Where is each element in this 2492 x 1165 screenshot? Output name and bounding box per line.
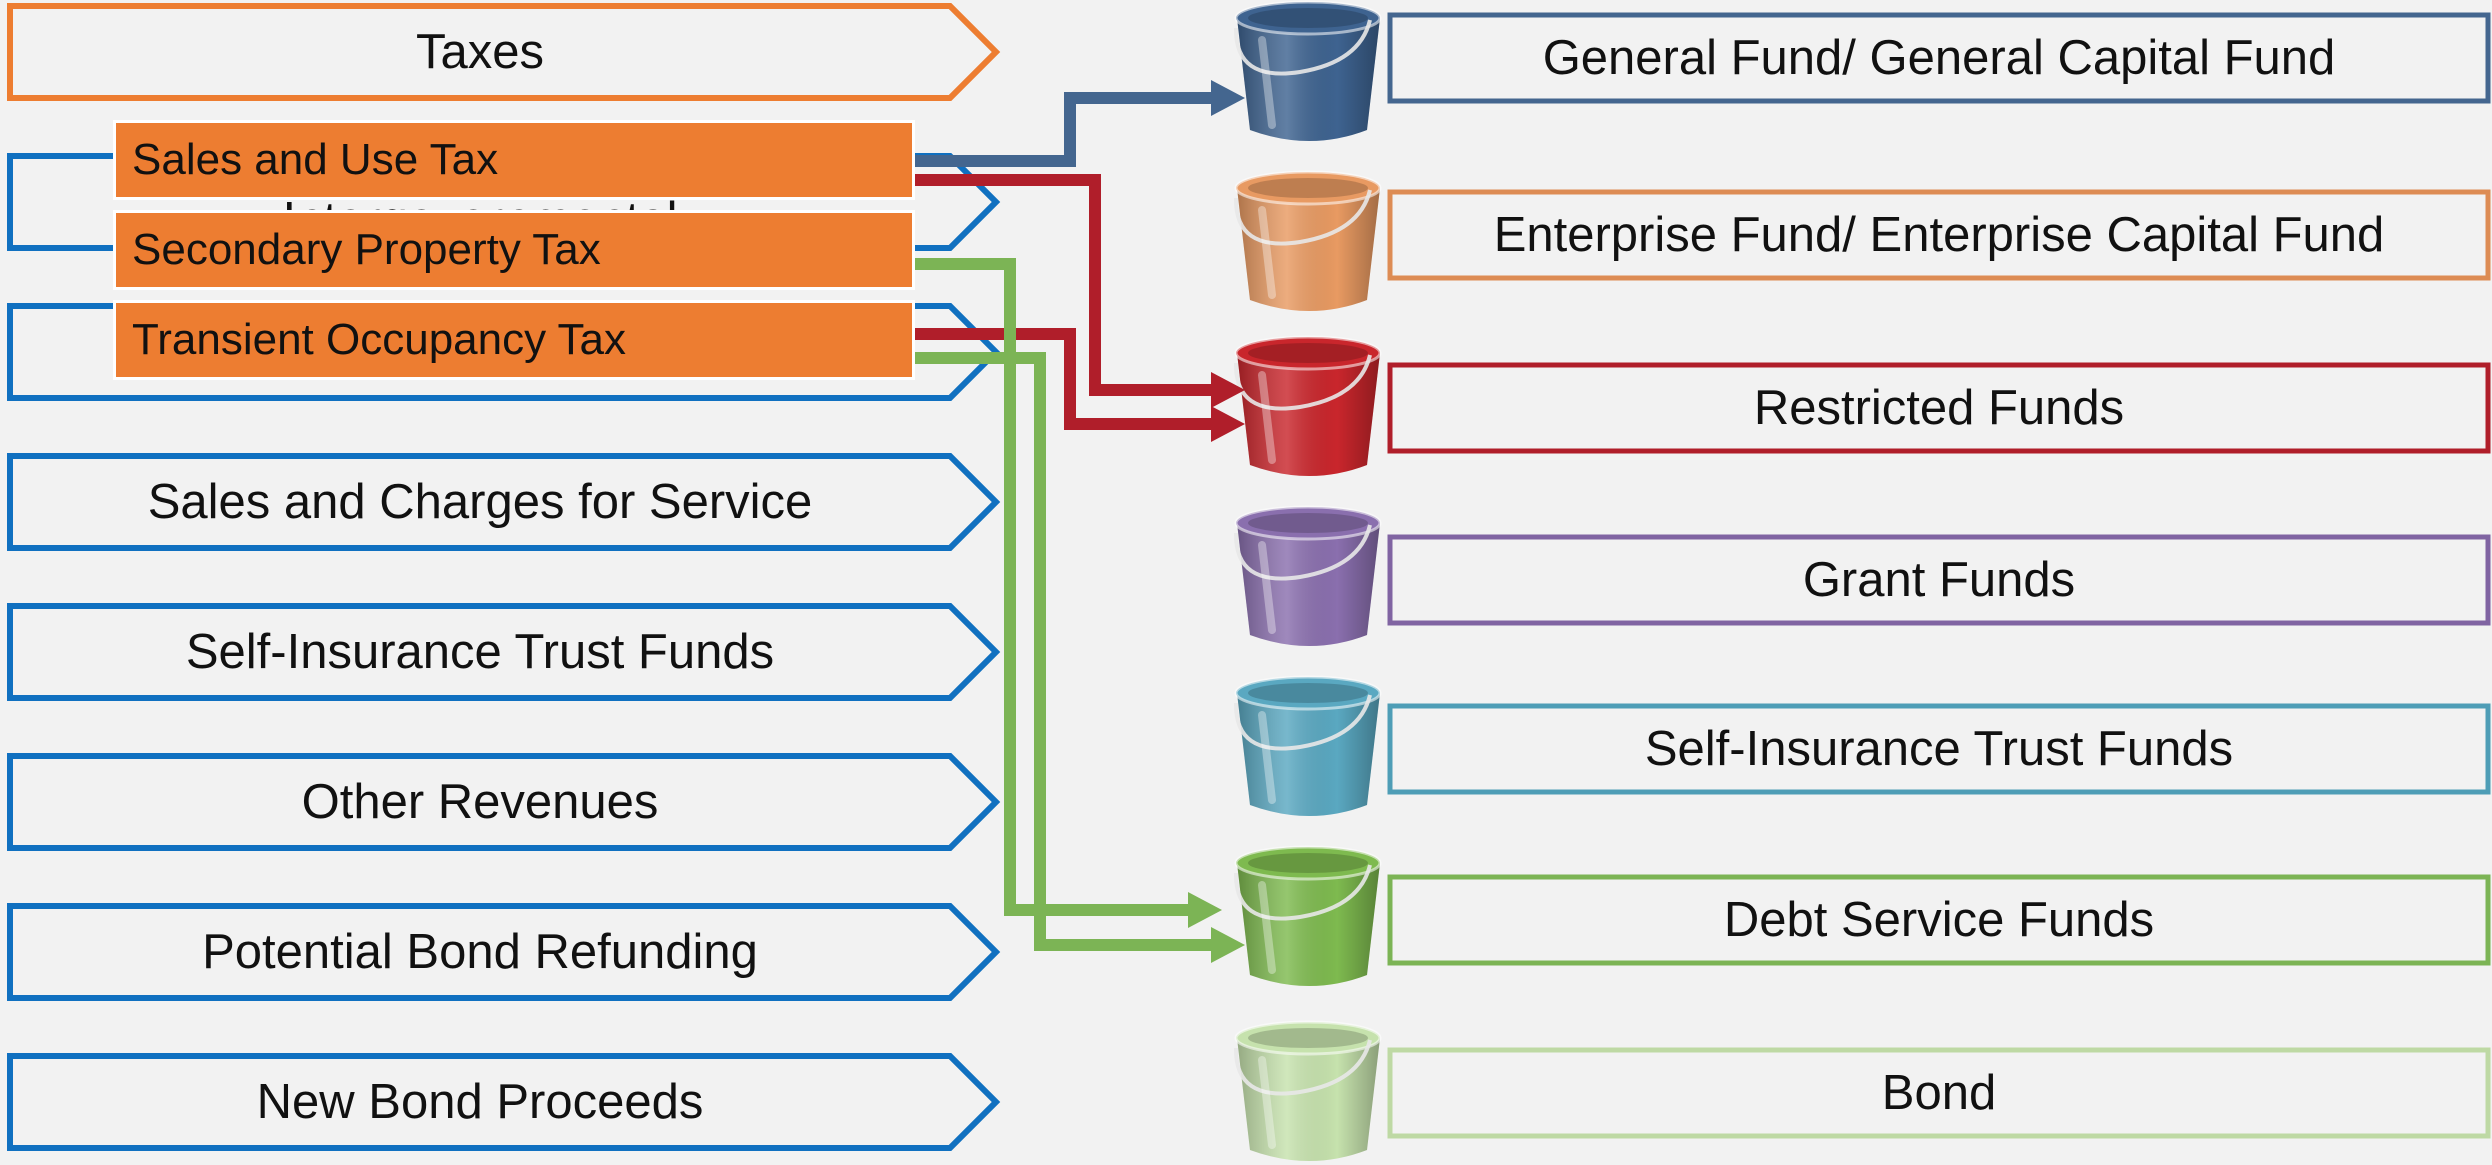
- bucket-icon: [1233, 170, 1382, 311]
- bucket-icon: [1233, 335, 1382, 476]
- tax-item-label: Sales and Use Tax: [132, 135, 499, 184]
- source-chevron-7: [7, 1053, 1001, 1151]
- fund-box-2: [1387, 362, 2491, 454]
- arrow-property-tax-to-debt-head: [1188, 892, 1222, 928]
- bucket-icon: [1233, 0, 1382, 141]
- fund-box-0: [1387, 12, 2491, 104]
- bucket-icon: [1233, 675, 1382, 816]
- bucket-icon: [1233, 845, 1382, 986]
- source-chevron-0: [7, 3, 1001, 101]
- arrow-sales-tax-to-restricted: [915, 174, 1211, 396]
- arrow-sales-tax-to-general-head: [1211, 80, 1245, 116]
- arrow-transient-tax-to-restricted-head: [1211, 406, 1245, 442]
- source-chevron-5: [7, 753, 1001, 851]
- arrow-sales-tax-to-general: [915, 92, 1211, 167]
- fund-box-1: [1387, 189, 2491, 281]
- source-chevron-4: [7, 603, 1001, 701]
- tax-item-box: Transient Occupancy Tax: [113, 300, 915, 380]
- fund-box-6: [1387, 1047, 2491, 1139]
- tax-item-label: Secondary Property Tax: [132, 225, 601, 274]
- arrow-transient-tax-to-restricted: [915, 328, 1211, 430]
- arrow-transient-tax-to-debt-head: [1211, 927, 1245, 963]
- fund-box-4: [1387, 703, 2491, 795]
- source-chevron-3: [7, 453, 1001, 551]
- fund-box-3: [1387, 534, 2491, 626]
- source-chevron-6: [7, 903, 1001, 1001]
- arrow-sales-tax-to-restricted-head: [1211, 372, 1245, 408]
- tax-item-label: Transient Occupancy Tax: [132, 315, 627, 364]
- arrow-transient-tax-to-debt: [915, 352, 1211, 951]
- tax-item-box: Sales and Use Tax: [113, 120, 915, 200]
- bucket-icon: [1233, 505, 1382, 646]
- tax-item-box: Secondary Property Tax: [113, 210, 915, 290]
- arrow-property-tax-to-debt: [915, 258, 1188, 916]
- fund-box-5: [1387, 874, 2491, 966]
- bucket-icon: [1233, 1020, 1382, 1161]
